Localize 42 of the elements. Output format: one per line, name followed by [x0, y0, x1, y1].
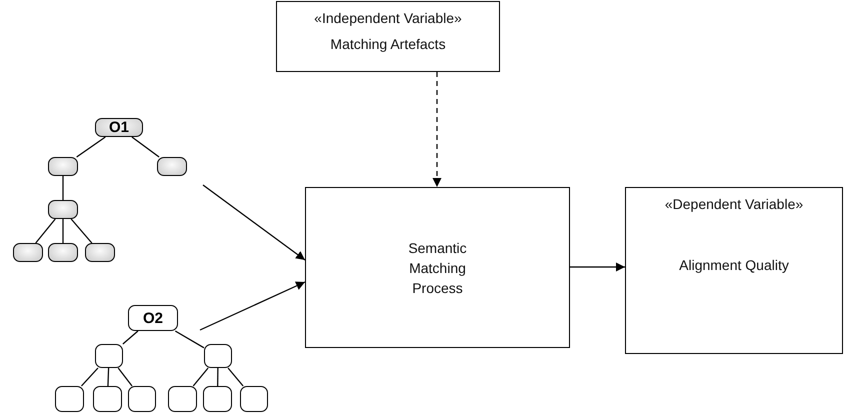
stereotype-label: «Independent Variable»: [314, 10, 462, 26]
tree-line: [132, 136, 160, 158]
tree-node: [93, 386, 122, 412]
tree-node: [240, 386, 268, 412]
tree-line: [228, 368, 244, 386]
tree-node: [95, 344, 123, 368]
tree-node: [55, 386, 84, 412]
tree-node: [128, 386, 156, 412]
arrow: [200, 281, 306, 331]
tree-line: [81, 368, 98, 386]
arrow: [570, 262, 625, 272]
process-label: Semantic Matching Process: [407, 238, 468, 298]
tree-node: [13, 243, 43, 262]
tree-node: [48, 200, 78, 219]
tree-node: [48, 243, 78, 262]
root-node: O2: [128, 305, 178, 331]
tree-line: [35, 218, 56, 244]
tree-node: [203, 386, 232, 412]
tree-line: [70, 218, 92, 244]
tree-node: [48, 157, 78, 176]
tree-line: [174, 330, 204, 348]
variable-name: Matching Artefacts: [330, 36, 446, 52]
tree-line: [118, 368, 132, 386]
tree-node: [204, 344, 232, 368]
root-node: O1: [95, 118, 143, 137]
tree-node: [85, 243, 115, 262]
arrow: [202, 184, 306, 260]
tree-line: [62, 176, 64, 200]
tree-line: [107, 368, 110, 386]
variable-box: [625, 187, 843, 354]
process-box: [305, 187, 570, 348]
tree-line: [122, 330, 138, 344]
variable-box: [276, 1, 500, 72]
arrow: [432, 72, 442, 187]
stereotype-label: «Dependent Variable»: [664, 196, 804, 212]
tree-line: [76, 136, 106, 158]
variable-name: Alignment Quality: [679, 257, 789, 273]
tree-line: [62, 219, 64, 243]
tree-node: [157, 157, 187, 176]
tree-line: [192, 368, 209, 386]
tree-line: [217, 368, 218, 386]
tree-node: [168, 386, 197, 412]
